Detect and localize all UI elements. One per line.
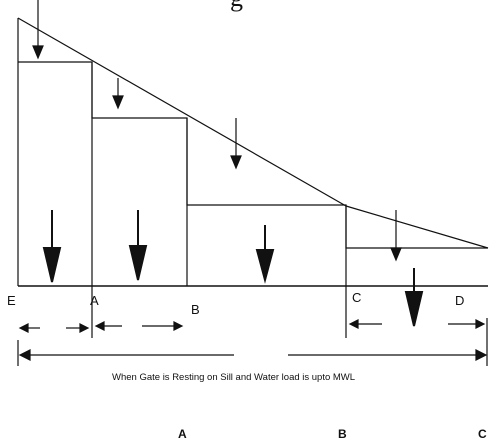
- top-text-fragment: g: [230, 0, 243, 12]
- overall-span-arrow: [18, 349, 488, 361]
- label-b: B: [191, 302, 200, 317]
- load-line-lower: [345, 205, 489, 249]
- label-a: A: [90, 293, 99, 308]
- diagram-caption: When Gate is Resting on Sill and Water l…: [112, 372, 355, 383]
- load-steps: [18, 61, 488, 249]
- label-d: D: [455, 293, 464, 308]
- label-e: E: [7, 293, 16, 308]
- bottom-label-b: B: [338, 427, 347, 441]
- bottom-label-c: C: [478, 427, 487, 441]
- label-c: C: [352, 290, 361, 305]
- bold-arrows: [42, 210, 424, 327]
- load-line-upper: [17, 17, 347, 207]
- bottom-label-a: A: [178, 427, 187, 441]
- thin-arrows: [32, 0, 402, 262]
- segment-arrows: [18, 319, 486, 333]
